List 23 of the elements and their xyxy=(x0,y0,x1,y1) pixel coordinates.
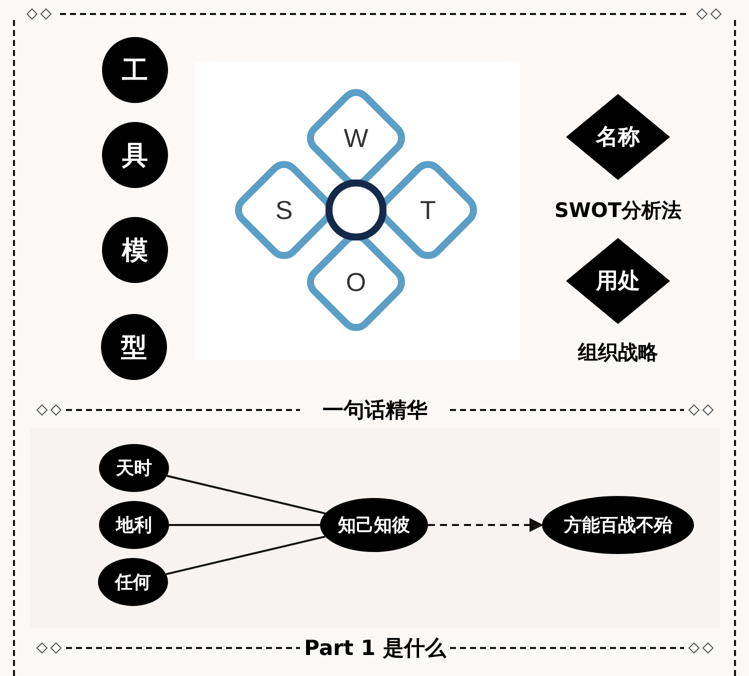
node-label: S xyxy=(275,194,293,226)
node-label: T xyxy=(420,194,436,226)
node-label: 任何 xyxy=(115,571,151,594)
caption-text: 组织战略 xyxy=(576,339,659,366)
node-label: 名称 xyxy=(596,124,640,152)
decision-diamond xyxy=(566,238,670,324)
arrow xyxy=(428,518,544,532)
node-label: 工 xyxy=(122,54,148,88)
node-label: 模 xyxy=(122,234,148,268)
connector-line xyxy=(166,536,326,576)
connector-line xyxy=(166,474,326,514)
caption-text: SWOT分析法 xyxy=(553,197,683,224)
node-label: 知己知彼 xyxy=(338,514,410,537)
node-label: 具 xyxy=(122,140,148,172)
node-label: 方能百战不殆 xyxy=(564,514,672,537)
node-label: 地利 xyxy=(116,514,152,537)
node-label: 天时 xyxy=(116,457,152,480)
node-label: 型 xyxy=(121,332,147,364)
node-label: 用处 xyxy=(596,268,640,296)
node-label: O xyxy=(346,266,366,298)
node-label: W xyxy=(344,122,368,154)
connector-line xyxy=(169,524,320,526)
decision-diamond xyxy=(566,94,670,180)
